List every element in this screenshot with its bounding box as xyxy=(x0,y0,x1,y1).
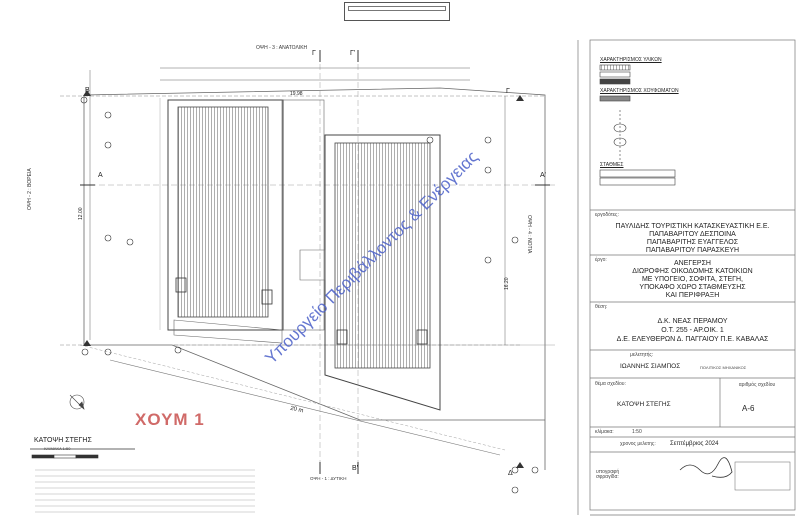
study-label: μελετητής: xyxy=(630,352,654,358)
section-mark: Α xyxy=(98,172,103,179)
owner-line: ΠΑΠΑΒΑΡΙΤΗΣ ΕΥΑΓΓΕΛΟΣ xyxy=(646,239,739,246)
stamp-label: ΧΟΥΜ 1 xyxy=(135,410,205,429)
header-box-strip xyxy=(348,6,446,11)
location-label: θέση: xyxy=(595,304,608,310)
sheet-number: Α-6 xyxy=(742,404,755,413)
section-mark: Β' xyxy=(352,465,359,472)
work-line: ΜΕ ΥΠΟΓΕΙΟ, ΣΟΦΙΤΑ, ΣΤΕΓΗ, xyxy=(641,276,744,283)
location-line: Ο.Τ. 255 - ΑΡ.ΟΙΚ. 1 xyxy=(661,327,724,334)
legend-materials-title: ΧΑΡΑΚΤΗΡΙΣΜΟΣ ΥΛΙΚΩΝ xyxy=(600,57,662,63)
legend-heights-title: ΧΑΡΑΚΤΗΡΙΣΜΟΣ ΧΟΥΦΩΜΑΤΩΝ xyxy=(600,88,679,94)
facade-label-north: ΟΨΗ - 3 : ΑΝΑΤΟΛΙΚΗ xyxy=(256,45,308,51)
location-line: Δ.Ε. ΕΛΕΥΘΕΡΩΝ Δ. ΠΑΓΓΑΙΟΥ Π.Ε. ΚΑΒΑΛΑΣ xyxy=(616,336,769,343)
signature-label: υπογραφή σφραγίδα: xyxy=(596,469,620,480)
engineer-name: ΙΩΑΝΝΗΣ ΣΙΑΜΠΟΣ xyxy=(620,363,681,370)
scale-value: 1:50 xyxy=(632,429,642,435)
section-mark: Δ xyxy=(508,470,513,477)
owner-line: ΠΑΠΑΒΑΡΙΤΟΥ ΠΑΡΑΣΚΕΥΗ xyxy=(645,247,740,254)
owner-line: ΠΑΠΑΒΑΡΙΤΟΥ ΔΕΣΠΟΙΝΑ xyxy=(649,231,736,238)
dimension-label: 12.00 xyxy=(78,207,84,220)
legend-levels-title: ΣΤΑΘΜΕΣ xyxy=(600,162,624,168)
date-value: Σεπτέμβριος 2024 xyxy=(670,441,719,447)
work-line: ΥΠΟΚΑΦΟ ΧΩΡΟ ΣΤΑΘΜΕΥΣΗΣ xyxy=(639,284,746,291)
north-arrow-icon xyxy=(69,394,85,410)
drawing-title-label: θέμα σχεδίου: xyxy=(595,381,626,387)
section-mark: Α' xyxy=(540,172,547,179)
date-label: χρονος μελετης: xyxy=(620,441,656,447)
work-line: ΚΑΙ ΠΕΡΙΦΡΑΞΗ xyxy=(665,292,720,299)
engineer-role: ΠΟΛΙΤΙΚΟΣ ΜΗΧΑΝΙΚΟΣ xyxy=(700,365,747,370)
dimension-label: 16.20 xyxy=(504,277,510,290)
view-title: ΚΑΤΟΨΗ ΣΤΕΓΗΣ xyxy=(34,437,92,444)
section-mark: Γ xyxy=(506,88,510,95)
section-mark: Β xyxy=(85,87,90,94)
work-line: ΑΝΕΓΕΡΣΗ xyxy=(674,260,711,267)
sheet-number-label: αριθμός σχεδίου xyxy=(738,382,776,388)
section-mark: Γ' xyxy=(350,50,356,57)
scale-label: κλίμακα: xyxy=(595,429,614,435)
work-label: έργο: xyxy=(595,257,607,263)
dimension-label: 19.98 xyxy=(290,91,303,97)
owners-label: εργοδότες: xyxy=(595,212,619,218)
facade-label-south: ΟΨΗ - 1 : ΔΥΤΙΚΗ xyxy=(310,476,347,481)
view-scale: ΚΛΙΜΑΚΑ 1:50 xyxy=(44,446,71,451)
facade-label-west: ΟΨΗ - 2 : ΒΟΡΕΙΑ xyxy=(27,168,33,210)
drawing-title: ΚΑΤΟΨΗ ΣΤΕΓΗΣ xyxy=(617,401,671,408)
owner-line: ΠΑΥΛΙΔΗΣ ΤΟΥΡΙΣΤΙΚΗ ΚΑΤΑΣΚΕΥΑΣΤΙΚΗ Ε.Ε. xyxy=(615,223,770,230)
facade-label-east: ΟΨΗ - 4 : ΝΟΤΙΑ xyxy=(526,215,532,254)
section-mark: Γ xyxy=(312,50,316,57)
work-line: ΔΙΩΡΟΦΗΣ ΟΙΚΟΔΟΜΗΣ ΚΑΤΟΙΚΙΩΝ xyxy=(632,268,753,275)
location-line: Δ.Κ. ΝΕΑΣ ΠΕΡΑΜΟΥ xyxy=(657,318,728,325)
header-box xyxy=(344,2,450,21)
